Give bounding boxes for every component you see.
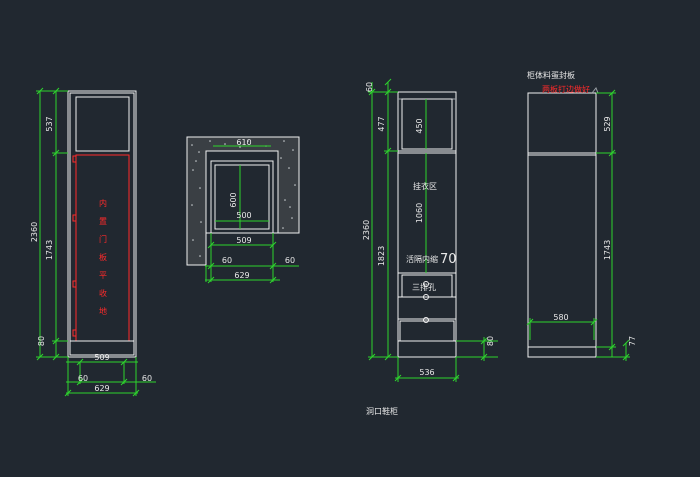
view3-dim-total-height: 2360 [362, 220, 371, 240]
door-note-char-2: 置 [99, 217, 107, 226]
view2-wall-hatch [186, 136, 300, 266]
door-note-char-7: 地 [99, 306, 107, 316]
view4-dim-top: 529 [603, 116, 612, 131]
view3-dim-base: 80 [486, 336, 495, 346]
view1-ticks [36, 87, 60, 361]
view3-dim-middle: 1060 [415, 203, 424, 223]
view2-dim-inner-width: 500 [236, 211, 251, 220]
view2-dim-total-width: 629 [234, 271, 249, 280]
view4-dim-base: 77 [628, 336, 637, 346]
door-note-char-5: 平 [99, 271, 107, 280]
view2-dim-height: 600 [229, 192, 238, 207]
view2-hatch-dots [191, 140, 296, 257]
view2-cabinet-inner [214, 164, 270, 230]
view3-drawer-box-1 [401, 274, 453, 298]
view4-material-note: 柜体料蛋封板 [527, 70, 575, 80]
view4-dim-lower: 1743 [603, 240, 612, 260]
view3-dim-width: 536 [419, 368, 434, 377]
view1-cabinet-inner-outline [69, 92, 135, 356]
view1-dim-top: 537 [45, 116, 54, 131]
view1-hinge-4 [72, 329, 77, 337]
view2-dim-side-left: 60 [222, 256, 232, 265]
door-note-char-3: 门 [99, 234, 107, 244]
view3-hanging-area: 挂衣区 [413, 181, 437, 191]
view1-cabinet-outline [67, 90, 137, 358]
view2-dim-top-width: 610 [236, 138, 251, 147]
view1-dim-total: 2360 [30, 222, 39, 242]
view3-dim-top-inner: 450 [415, 118, 424, 133]
door-note-char-4: 板 [99, 252, 107, 262]
view3-dim-lower: 1823 [377, 246, 386, 266]
view1-h-ticks [64, 358, 140, 397]
view4-dim-width: 580 [553, 313, 568, 322]
door-note-char-6: 收 [99, 288, 107, 298]
view1-hinge-2 [72, 214, 77, 222]
view3-dim-top-section: 477 [377, 116, 386, 131]
view4-top-edge [591, 87, 599, 94]
view3-drawer-knob-2 [423, 294, 429, 300]
view3-drawer-box-2 [399, 320, 455, 342]
view1-dim-side-right: 60 [142, 374, 152, 383]
view2-dim-bottom-width: 509 [236, 236, 251, 245]
view3-cabinet-outline [397, 91, 457, 358]
view3-dim-top-gap: 60 [365, 82, 374, 92]
view3-drawer-knob-1 [423, 281, 429, 287]
view3-section: 450 1060 挂衣区 活隔内缩 70 三排孔 60 477 2360 182… [362, 78, 498, 416]
view2-opening-section: 610 600 500 509 60 60 629 [186, 136, 300, 284]
view3-base-ticks [480, 337, 488, 361]
view1-dim-side-left: 60 [78, 374, 88, 383]
view3-drawer-value: 70 [440, 252, 457, 267]
view4-width-ticks [526, 318, 598, 326]
view1-front-elevation: 内 置 门 板 平 收 地 2360 537 1743 80 509 60 60… [30, 87, 156, 397]
view2-dim-side-right: 60 [285, 256, 295, 265]
view3-three-holes: 三排孔 [412, 282, 436, 292]
view1-upper-panel [75, 96, 130, 152]
view1-dim-inner-width: 509 [94, 353, 109, 362]
view4-red-note: 两板打边做好 [542, 84, 590, 94]
view2-cabinet-box [210, 160, 274, 234]
view1-hinge-3 [72, 280, 77, 288]
view4-ticks [608, 89, 630, 361]
view1-dim-base: 80 [37, 336, 46, 346]
view3-width-ticks [394, 374, 460, 382]
view1-dim-lower: 1743 [45, 240, 54, 260]
view2-ticks [207, 241, 277, 284]
drawing-title: 洞口鞋柜 [366, 406, 398, 416]
view3-drawer-knob-3 [423, 317, 429, 323]
view3-upper-compartment [401, 98, 453, 150]
view1-dim-total-width: 629 [94, 384, 109, 393]
view3-ticks [368, 78, 392, 361]
view1-hinge-1 [72, 155, 77, 163]
view4-cabinet-outline [527, 92, 597, 358]
view3-drawer-note: 活隔内缩 [406, 254, 438, 264]
view4-side-elevation: 柜体料蛋封板 两板打边做好 529 1743 77 580 [526, 70, 637, 361]
door-note-char-1: 内 [99, 198, 107, 208]
